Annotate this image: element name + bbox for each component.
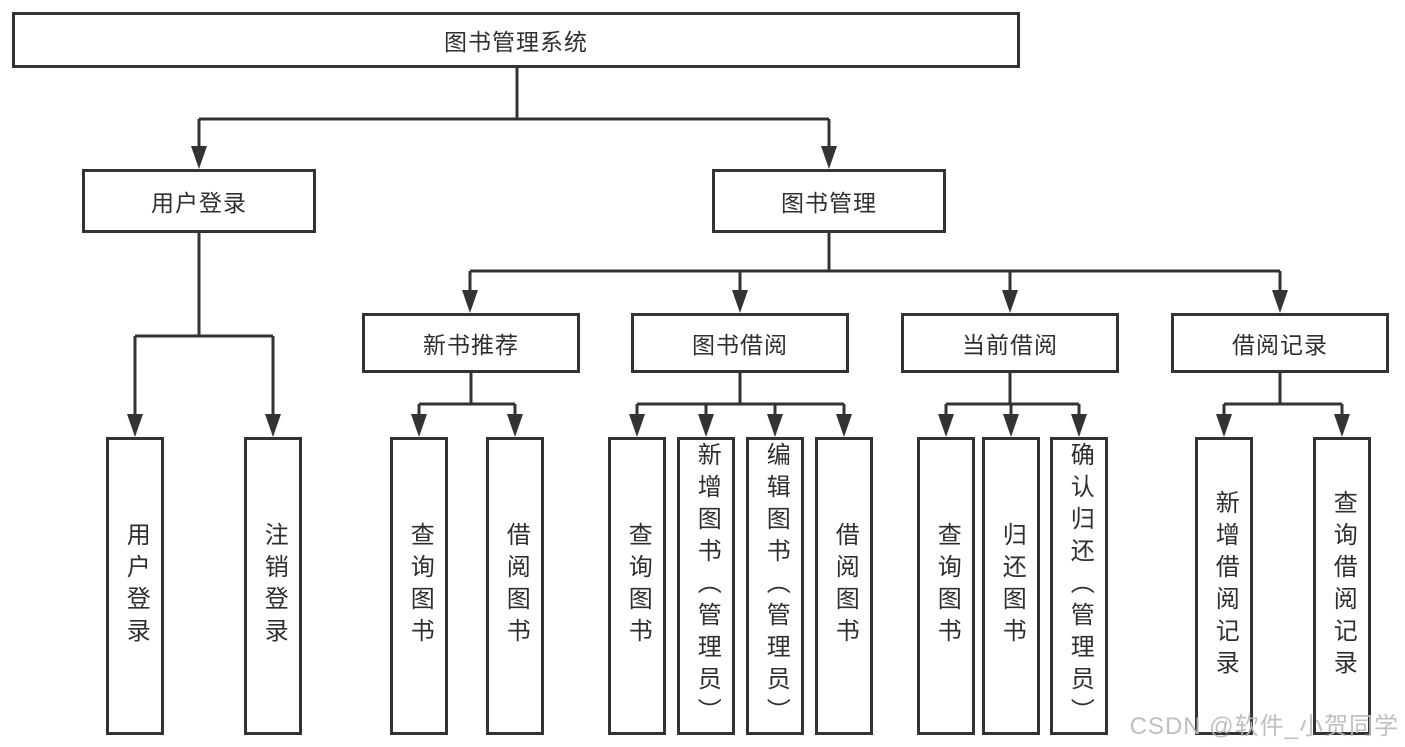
arrow-down-icon xyxy=(938,414,954,437)
arrow-down-icon xyxy=(462,290,478,313)
arrowheads-book-borrow xyxy=(629,414,852,437)
arrow-down-icon xyxy=(821,146,837,169)
node-new-book-recommendation: 新书推荐 xyxy=(362,313,580,373)
node-user-login: 用户登录 xyxy=(82,169,316,233)
node-current-borrowing: 当前借阅 xyxy=(901,313,1119,373)
arrowheads-root-to-modules xyxy=(191,146,837,169)
leaf-br-add-borrow-record: 新增借阅记录 xyxy=(1195,437,1253,735)
leaf-br-query-borrow-record: 查询借阅记录 xyxy=(1313,437,1371,735)
connector-book-mgmt-to-groups xyxy=(468,233,1282,294)
arrowheads-book-mgmt xyxy=(462,290,1288,313)
arrow-down-icon xyxy=(507,414,523,437)
arrow-down-icon xyxy=(1334,414,1350,437)
leaf-bb-query-books: 查询图书 xyxy=(608,437,666,735)
leaf-nbr-query-books: 查询图书 xyxy=(390,437,448,735)
node-library-management-system: 图书管理系统 xyxy=(12,12,1020,68)
leaf-cb-return-books: 归还图书 xyxy=(982,437,1040,735)
leaf-bb-add-books-admin: 新增图书（管理员） xyxy=(677,437,735,735)
arrow-down-icon xyxy=(191,146,207,169)
connector-current-borrow-to-leaves xyxy=(944,373,1081,418)
csdn-watermark: CSDN @软件_小贺同学 xyxy=(1129,713,1399,740)
arrow-down-icon xyxy=(1003,414,1019,437)
arrow-down-icon xyxy=(767,414,783,437)
connector-book-borrow-to-leaves xyxy=(635,373,846,418)
node-book-management: 图书管理 xyxy=(712,169,946,233)
leaf-bb-edit-books-admin: 编辑图书（管理员） xyxy=(746,437,804,735)
node-borrowing-records: 借阅记录 xyxy=(1171,313,1389,373)
arrow-down-icon xyxy=(1071,414,1087,437)
node-book-borrowing: 图书借阅 xyxy=(631,313,849,373)
connector-root-to-modules xyxy=(197,68,831,150)
arrowheads-new-book-rec xyxy=(411,414,523,437)
leaf-logout: 注销登录 xyxy=(244,437,302,735)
arrow-down-icon xyxy=(1002,290,1018,313)
arrowheads-user-login xyxy=(127,414,281,437)
arrow-down-icon xyxy=(1216,414,1232,437)
connector-user-login-to-leaves xyxy=(133,233,275,418)
arrow-down-icon xyxy=(836,414,852,437)
arrow-down-icon xyxy=(732,290,748,313)
arrowheads-current-borrow xyxy=(938,414,1087,437)
arrow-down-icon xyxy=(629,414,645,437)
arrow-down-icon xyxy=(265,414,281,437)
connector-new-book-rec-to-leaves xyxy=(417,373,517,418)
leaf-cb-confirm-return-admin: 确认归还（管理员） xyxy=(1050,437,1108,735)
leaf-user-login: 用户登录 xyxy=(106,437,164,735)
arrowheads-borrow-records xyxy=(1216,414,1350,437)
connector-borrow-records-to-leaves xyxy=(1222,373,1344,418)
arrow-down-icon xyxy=(698,414,714,437)
leaf-bb-borrow-books: 借阅图书 xyxy=(815,437,873,735)
arrow-down-icon xyxy=(411,414,427,437)
leaf-cb-query-books: 查询图书 xyxy=(917,437,975,735)
arrow-down-icon xyxy=(127,414,143,437)
leaf-nbr-borrow-books: 借阅图书 xyxy=(486,437,544,735)
arrow-down-icon xyxy=(1272,290,1288,313)
